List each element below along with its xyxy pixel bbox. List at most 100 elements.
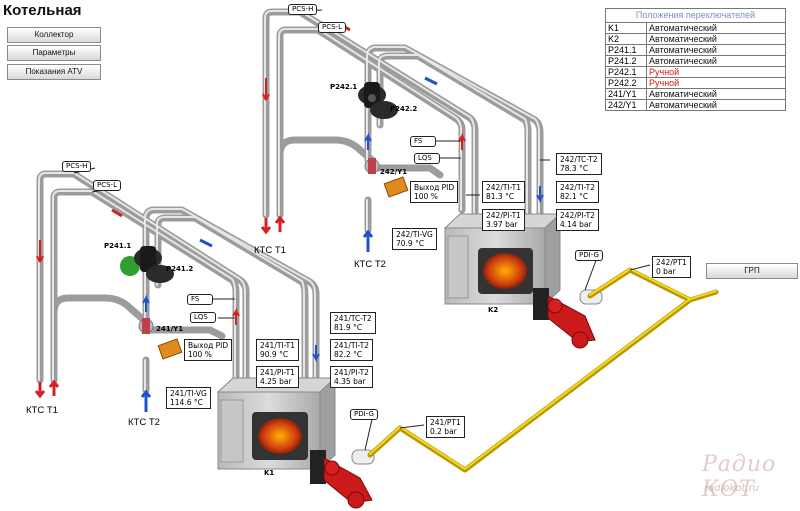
k2-fs-tag: FS xyxy=(410,136,436,147)
k2-boiler xyxy=(443,212,562,306)
k1-valve-label: 241/Y1 xyxy=(156,325,184,333)
k2-ktc-t1-label: КТС Т1 xyxy=(254,245,286,256)
k2-lqs-tag: LQS xyxy=(414,153,440,164)
k1-ktc-t2-label: КТС Т2 xyxy=(128,417,160,428)
k1-lqs-tag: LQS xyxy=(190,312,216,323)
return-arrow-icon xyxy=(312,345,320,363)
k1-boiler xyxy=(216,376,337,471)
k1-pdi-g-tag: PDI-G xyxy=(350,409,378,420)
ktc-arrows xyxy=(34,215,374,412)
switch-state: Ручной xyxy=(646,66,786,78)
k1-pipes-hi xyxy=(38,172,316,396)
k2-pcs-h-tag: PCS-H xyxy=(288,4,318,15)
switch-name: P242.2 xyxy=(605,77,647,89)
k1-pcs-h-tag: PCS-H xyxy=(62,161,92,172)
k2-ktc-t2-label: КТС Т2 xyxy=(354,259,386,270)
k2-valve-label: 242/Y1 xyxy=(380,168,408,176)
k2-pcs-l-tag: PCS-L xyxy=(318,22,346,33)
collector-button[interactable]: Коллектор xyxy=(7,27,101,43)
switch-name: K1 xyxy=(605,22,647,34)
arrow-down-icon xyxy=(34,382,46,399)
atv-readings-button[interactable]: Показания ATV xyxy=(7,64,101,80)
k2-pumps xyxy=(358,82,398,119)
k1-pipes xyxy=(36,170,320,399)
return-arrow-icon xyxy=(424,76,438,86)
switch-state: Автоматический xyxy=(646,55,786,67)
watermark-logo: Радио КОТ xyxy=(702,452,777,502)
arrow-down-icon xyxy=(260,218,272,235)
switch-state: Автоматический xyxy=(646,33,786,45)
k1-pump2-label: P241.2 xyxy=(166,265,194,273)
arrow-up-icon xyxy=(274,215,286,232)
k1-boiler-label: K1 xyxy=(264,469,275,477)
params-button[interactable]: Параметры xyxy=(7,45,101,61)
switch-name: P241.1 xyxy=(605,44,647,56)
supply-arrow-icon xyxy=(111,208,123,218)
supply-arrow-icon xyxy=(458,132,466,150)
arrow-up-icon xyxy=(48,379,60,396)
switch-name: P241.2 xyxy=(605,55,647,67)
switch-name: P242.1 xyxy=(605,66,647,78)
return-arrow-icon xyxy=(536,186,544,204)
k1-burner xyxy=(310,449,375,509)
k2-pump1-label: P242.1 xyxy=(330,83,358,91)
k1-pcs-l-tag: PCS-L xyxy=(93,180,121,191)
page-title: Котельная xyxy=(3,2,82,19)
switch-state: Автоматический xyxy=(646,44,786,56)
switch-state: Автоматический xyxy=(646,88,786,100)
switch-state: Автоматический xyxy=(646,99,786,111)
switch-name: 241/Y1 xyxy=(605,88,647,100)
return-arrow-icon xyxy=(364,132,372,150)
k1-pumps xyxy=(120,246,174,283)
flow-arrows xyxy=(36,22,544,363)
k2-pump2-label: P242.2 xyxy=(390,105,418,113)
switch-name: 242/Y1 xyxy=(605,99,647,111)
k2-valve xyxy=(364,158,409,198)
watermark-url: radiokot.ru xyxy=(704,483,759,494)
return-arrow-icon xyxy=(199,238,213,248)
k1-ktc-t1-label: КТС Т1 xyxy=(26,405,58,416)
grp-button[interactable]: ГРП xyxy=(706,263,798,279)
k1-valve xyxy=(138,318,183,360)
k1-pump1-label: P241.1 xyxy=(104,242,132,250)
supply-arrow-icon xyxy=(262,78,270,101)
arrow-up-icon xyxy=(140,389,152,412)
arrow-up-icon xyxy=(362,229,374,252)
switch-name: K2 xyxy=(605,33,647,45)
switch-state: Автоматический xyxy=(646,22,786,34)
switch-table-header: Положения переключателей xyxy=(605,8,786,23)
k2-pdi-g-tag: PDI-G xyxy=(575,250,603,261)
supply-arrow-icon xyxy=(232,307,240,325)
k1-fs-tag: FS xyxy=(187,294,213,305)
supply-arrow-icon xyxy=(36,240,44,263)
return-arrow-icon xyxy=(142,294,150,312)
switch-state: Ручной xyxy=(646,77,786,89)
k2-boiler-label: K2 xyxy=(488,306,499,314)
